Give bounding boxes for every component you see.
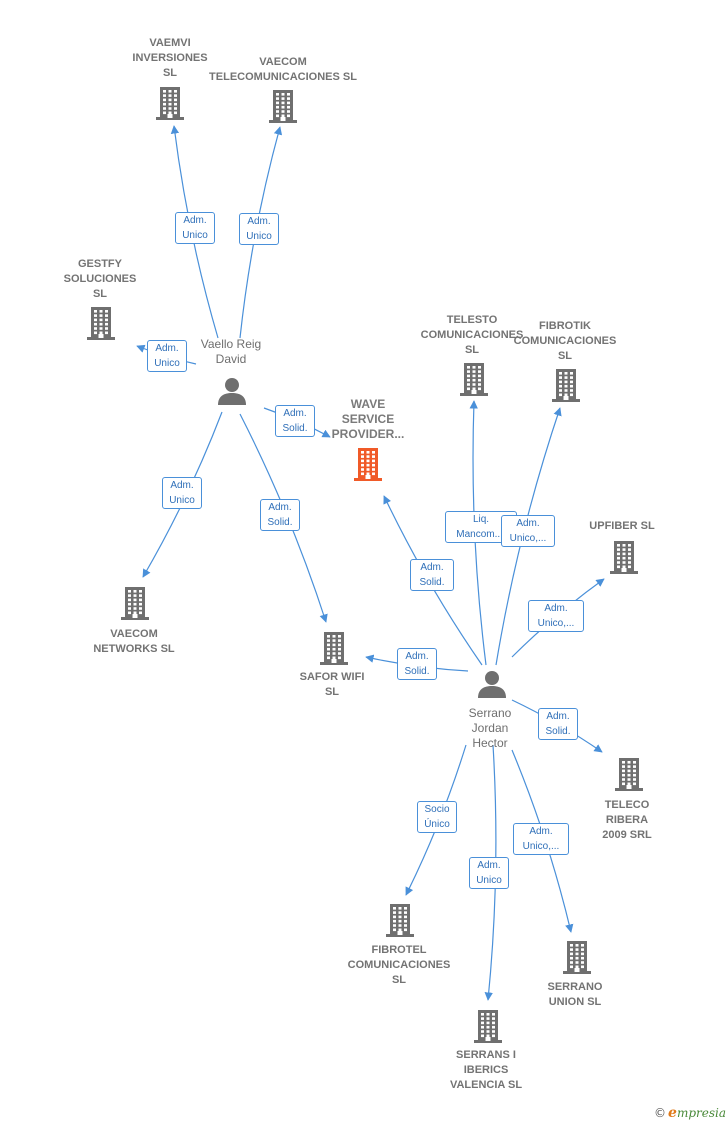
node-label-fibrotik[interactable]: FIBROTIK COMUNICACIONES SL xyxy=(513,320,617,362)
node-serrano_union[interactable] xyxy=(561,939,593,980)
edge-label-serrano-to-upfiber[interactable]: Adm. Unico,... xyxy=(528,600,584,632)
building-icon xyxy=(269,90,297,123)
node-upfiber[interactable] xyxy=(608,539,640,580)
brand-name: mpresia xyxy=(676,1106,726,1120)
edge-label-serrano-to-safor[interactable]: Adm. Solid. xyxy=(397,648,437,680)
building-icon xyxy=(87,307,115,340)
node-label-vaemvi[interactable]: VAEMVI INVERSIONES SL xyxy=(132,37,208,79)
building-icon xyxy=(320,632,348,665)
node-vaemvi[interactable] xyxy=(154,85,186,126)
node-label-vaecom_net[interactable]: VAECOM NETWORKS SL xyxy=(93,628,175,655)
node-label-vaecom_tel[interactable]: VAECOM TELECOMUNICACIONES SL xyxy=(209,56,357,83)
node-label-serrano_union[interactable]: SERRANO UNION SL xyxy=(547,981,603,1008)
edge-label-vaello-to-gestfy[interactable]: Adm. Unico xyxy=(147,340,187,372)
edge-label-vaello-to-vaecom_net[interactable]: Adm. Unico xyxy=(162,477,202,509)
node-serrano[interactable] xyxy=(477,669,507,704)
node-gestfy[interactable] xyxy=(85,305,117,346)
node-label-serrans[interactable]: SERRANS I IBERICS VALENCIA SL xyxy=(449,1049,523,1091)
building-icon xyxy=(460,363,488,396)
building-icon xyxy=(610,541,638,574)
person-icon xyxy=(218,378,246,405)
node-label-teleco[interactable]: TELECO RIBERA 2009 SRL xyxy=(602,799,652,841)
building-icon xyxy=(156,87,184,120)
copyright-symbol: © xyxy=(654,1106,667,1120)
building-icon xyxy=(552,369,580,402)
edge-label-serrano-to-serrano_union[interactable]: Adm. Unico,... xyxy=(513,823,569,855)
node-fibrotik[interactable] xyxy=(550,367,582,408)
edge-label-serrano-to-fibrotik[interactable]: Adm. Unico,... xyxy=(501,515,555,547)
edge-label-vaello-to-wave[interactable]: Adm. Solid. xyxy=(275,405,315,437)
node-teleco[interactable] xyxy=(613,756,645,797)
node-label-serrano[interactable]: Serrano Jordan Hector xyxy=(468,706,512,750)
node-wave[interactable] xyxy=(352,446,384,487)
building-icon xyxy=(121,587,149,620)
node-label-upfiber[interactable]: UPFIBER SL xyxy=(589,520,655,532)
node-label-gestfy[interactable]: GESTFY SOLUCIONES SL xyxy=(63,258,137,300)
brand-initial: e xyxy=(668,1105,677,1121)
node-label-wave[interactable]: WAVE SERVICE PROVIDER... xyxy=(331,397,405,441)
edge-label-vaello-to-vaecom_tel[interactable]: Adm. Unico xyxy=(239,213,279,245)
node-label-safor[interactable]: SAFOR WIFI SL xyxy=(299,671,365,698)
edge-label-serrano-to-fibrotel[interactable]: Socio Único xyxy=(417,801,457,833)
building-icon xyxy=(615,758,643,791)
node-vaello[interactable] xyxy=(217,376,247,411)
building-icon xyxy=(563,941,591,974)
node-vaecom_net[interactable] xyxy=(119,585,151,626)
building-icon xyxy=(474,1010,502,1043)
node-serrans[interactable] xyxy=(472,1008,504,1049)
edge-label-serrano-to-wave[interactable]: Adm. Solid. xyxy=(410,559,454,591)
node-label-fibrotel[interactable]: FIBROTEL COMUNICACIONES SL xyxy=(347,944,451,986)
node-vaecom_tel[interactable] xyxy=(267,88,299,129)
node-label-telesto[interactable]: TELESTO COMUNICACIONES SL xyxy=(420,314,524,356)
node-label-vaello[interactable]: Vaello Reig David xyxy=(200,337,262,366)
person-icon xyxy=(478,671,506,698)
node-safor[interactable] xyxy=(318,630,350,671)
edge-label-vaello-to-vaemvi[interactable]: Adm. Unico xyxy=(175,212,215,244)
building-icon xyxy=(354,448,382,481)
empresia-watermark[interactable]: ©empresia xyxy=(654,1105,726,1121)
edge-label-serrano-to-serrans[interactable]: Adm. Unico xyxy=(469,857,509,889)
node-telesto[interactable] xyxy=(458,361,490,402)
building-icon xyxy=(386,904,414,937)
edge-label-vaello-to-safor[interactable]: Adm. Solid. xyxy=(260,499,300,531)
node-fibrotel[interactable] xyxy=(384,902,416,943)
edge-label-serrano-to-teleco[interactable]: Adm. Solid. xyxy=(538,708,578,740)
